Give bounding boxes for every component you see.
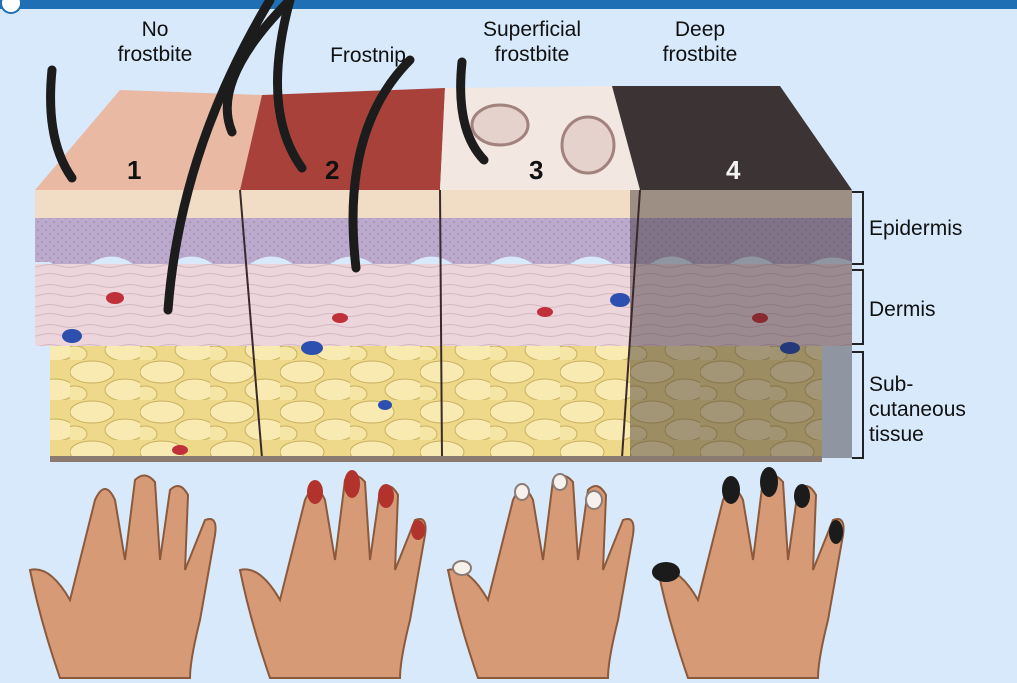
fingertip-blister [453, 561, 471, 575]
skin-layers [35, 190, 852, 462]
fingertip-red [344, 470, 360, 498]
artery [172, 445, 188, 455]
dermis-label: Dermis [869, 297, 936, 322]
stage-3-title: Superficial frostbite [462, 17, 602, 67]
vein [780, 342, 800, 354]
fingertip-blister [586, 491, 602, 509]
surface-frostnip [240, 88, 445, 190]
fingertip-black [794, 484, 810, 508]
block-base [50, 456, 822, 462]
fingertip-blister [515, 484, 529, 500]
artery [332, 313, 348, 323]
vein [610, 293, 630, 307]
hand-frostnip [240, 470, 426, 678]
blister-1 [472, 105, 528, 145]
epidermis-bracket [852, 192, 863, 264]
hand-deep-frostbite [652, 467, 844, 678]
hand-no-frostbite [30, 475, 216, 678]
fingertip-black [760, 467, 778, 497]
artery [537, 307, 553, 317]
subcutaneous-label: Sub- cutaneous tissue [869, 372, 966, 447]
stage-4-title: Deep frostbite [640, 17, 760, 67]
stage-2-title: Frostnip [318, 43, 418, 68]
stage-1-title: No frostbite [105, 17, 205, 67]
subcutaneous-bracket [852, 352, 863, 458]
fingertip-red [378, 484, 394, 508]
stage-2-number: 2 [325, 155, 339, 186]
stage-3-number: 3 [529, 155, 543, 186]
stage-1-number: 1 [127, 155, 141, 186]
artery [106, 292, 124, 304]
layer-brackets [852, 192, 863, 458]
artery [752, 313, 768, 323]
vein [378, 400, 392, 410]
hand-superficial [448, 474, 634, 678]
fingertip-black [722, 476, 740, 504]
dermis-bracket [852, 270, 863, 344]
fingertip-red [411, 520, 425, 540]
stage-4-number: 4 [726, 155, 740, 186]
deep-frostbite-shading [630, 190, 852, 458]
fingertip-blister [553, 474, 567, 490]
fingertip-black [652, 562, 680, 582]
vein [301, 341, 323, 355]
fingertip-black [829, 520, 843, 544]
blister-2 [562, 117, 614, 173]
fingertip-red [307, 480, 323, 504]
vein [62, 329, 82, 343]
epidermis-label: Epidermis [869, 216, 962, 241]
